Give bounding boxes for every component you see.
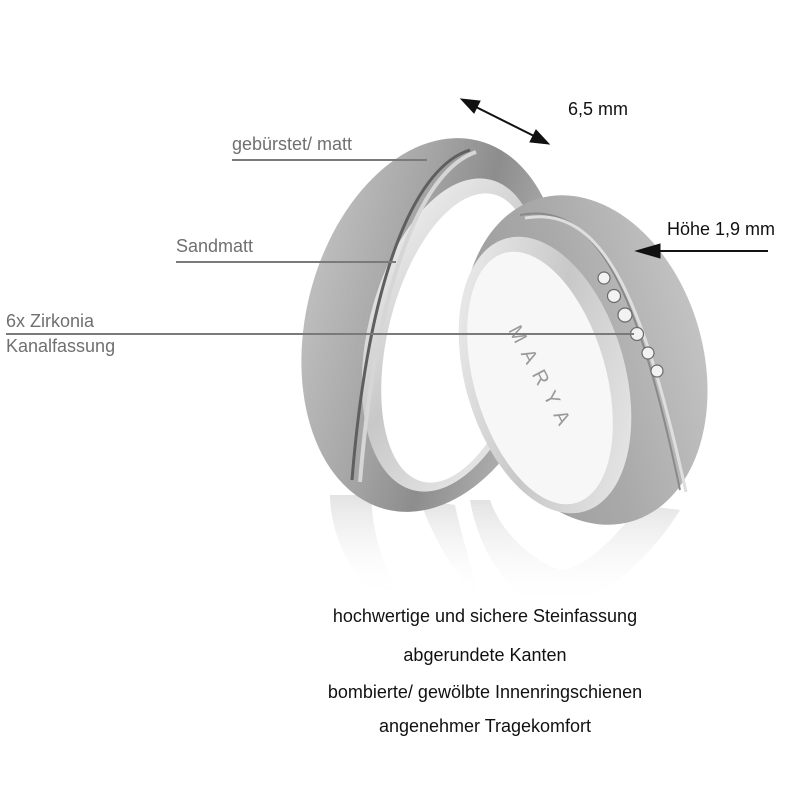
height-dimension-label: Höhe 1,9 mm xyxy=(667,219,776,239)
callout-zirconia: 6x Zirkonia xyxy=(6,311,95,331)
feature-item: hochwertige und sichere Steinfassung xyxy=(332,606,638,626)
feature-item: angenehmer Tragekomfort xyxy=(378,716,592,736)
feature-item: abgerundete Kanten xyxy=(403,645,567,665)
ring-reflection xyxy=(330,495,680,610)
leader-line-zirconia xyxy=(6,333,634,335)
feature-item: bombierte/ gewölbte Innenringschienen xyxy=(327,682,643,702)
callout-channel-setting: Kanalfassung xyxy=(6,336,116,356)
callout-sand-matte: Sandmatt xyxy=(176,236,254,256)
right-ring: MARYA xyxy=(458,195,708,525)
height-left-arrow-icon xyxy=(634,243,768,259)
callout-brushed-matte: gebürstet/ matt xyxy=(232,134,353,154)
width-dimension-label: 6,5 mm xyxy=(568,99,629,119)
width-double-arrow-icon xyxy=(459,98,551,145)
leader-line-sand-matte xyxy=(176,261,396,263)
leader-line-brushed-matte xyxy=(232,159,427,161)
